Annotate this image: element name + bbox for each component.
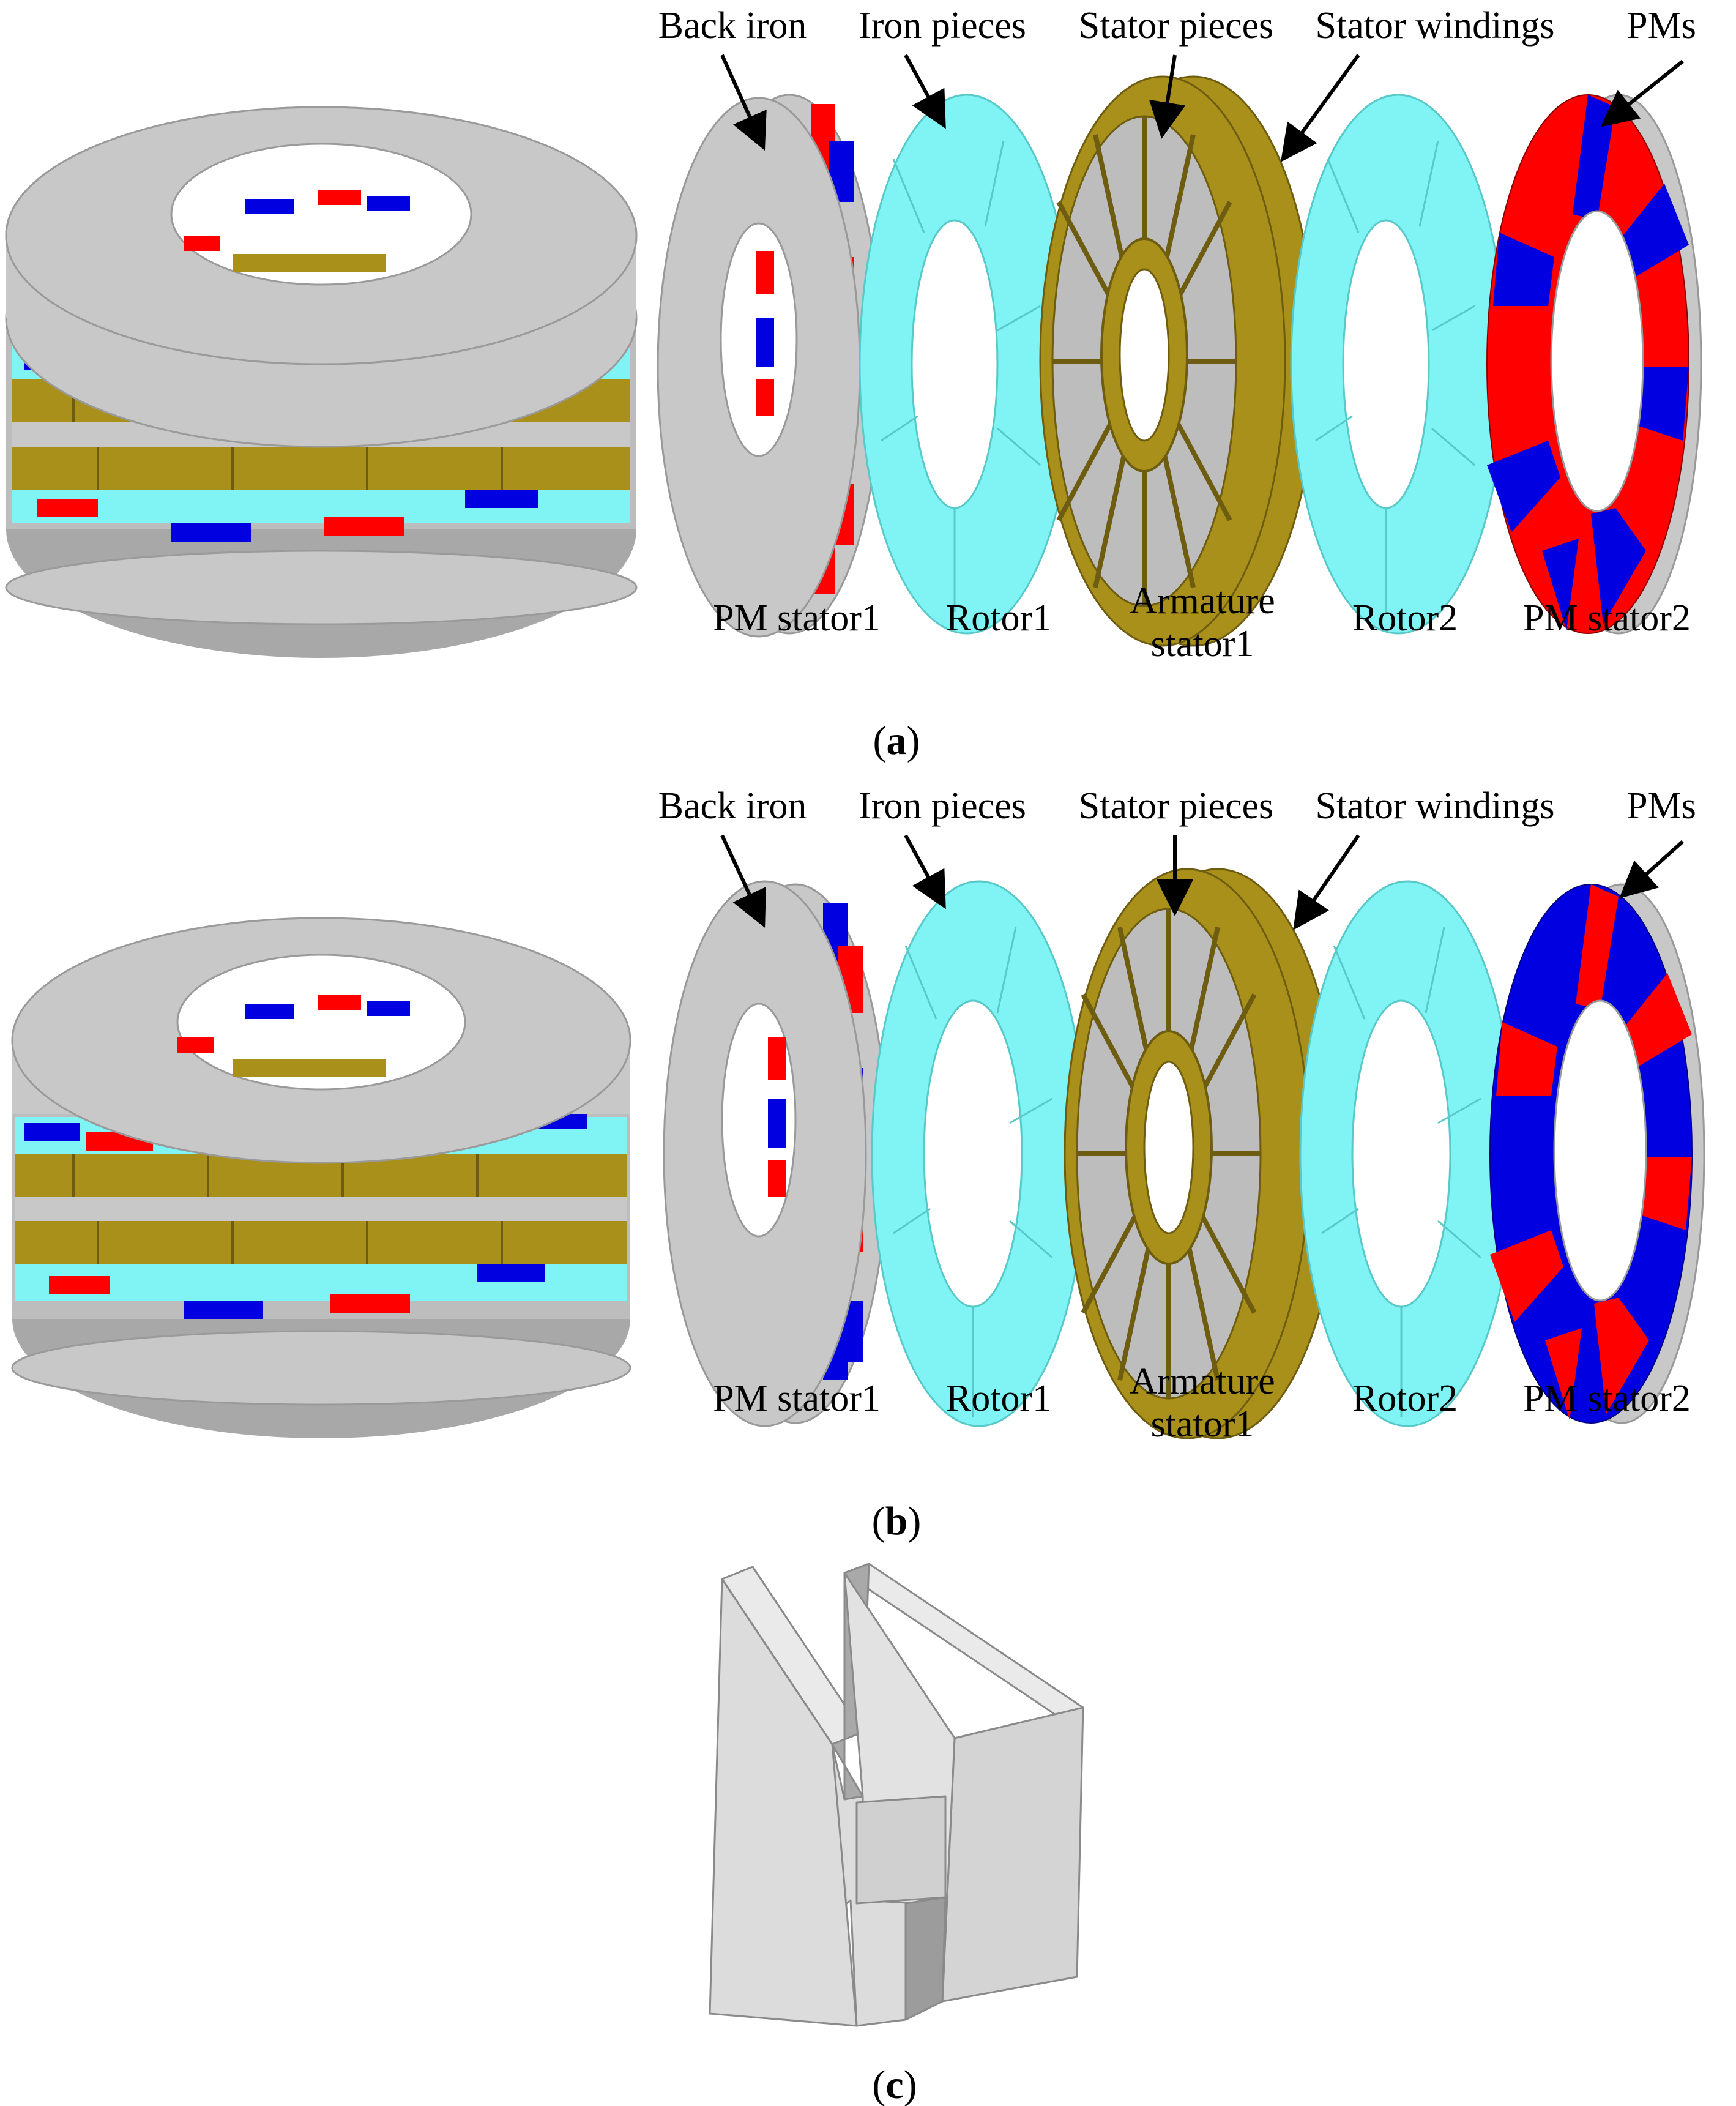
- armature-stator1-a: [1039, 75, 1317, 647]
- assembled-machine-b: [11, 917, 631, 1438]
- leader-arrows-b: [720, 834, 1685, 930]
- label-stator1-a: stator1: [1151, 623, 1254, 665]
- h-shaped-stator-piece: [709, 1563, 1084, 2027]
- panel-a: Back iron Iron pieces Stator pieces Stat…: [5, 5, 1702, 763]
- label-stator-pieces-b: Stator pieces: [1079, 785, 1274, 827]
- pm-stator1-a: [657, 94, 882, 638]
- label-rotor1-a: Rotor1: [946, 597, 1051, 639]
- panel-b: Back iron Iron pieces Stator pieces Stat…: [11, 785, 1705, 1544]
- label-rotor2-a: Rotor2: [1352, 597, 1458, 639]
- bottom-labels-a: PM stator1 Rotor1 Armature stator1 Rotor…: [713, 580, 1691, 665]
- rotor1-a: [859, 94, 1075, 635]
- caption-a: (a): [873, 719, 920, 763]
- label-pm-stator2-b: PM stator2: [1523, 1378, 1691, 1419]
- assembled-machine-a: [5, 106, 638, 658]
- pm-stator1-b: [663, 880, 888, 1427]
- top-labels-a: Back iron Iron pieces Stator pieces Stat…: [658, 5, 1696, 47]
- bottom-labels-b: PM stator1 Rotor1 Armature stator1 Rotor…: [713, 1361, 1691, 1445]
- panel-c: (c): [709, 1563, 1084, 2106]
- label-stator-windings-b: Stator windings: [1316, 785, 1555, 827]
- label-rotor1-b: Rotor1: [946, 1378, 1051, 1419]
- leader-arrows-a: [720, 54, 1684, 162]
- label-pm-stator1-a: PM stator1: [713, 597, 881, 639]
- label-armature-a: Armature: [1130, 580, 1275, 622]
- caption-b: (b): [872, 1499, 922, 1544]
- label-pm-stator1-b: PM stator1: [713, 1378, 881, 1419]
- label-pms-b: PMs: [1626, 785, 1696, 827]
- label-pm-stator2-a: PM stator2: [1523, 597, 1691, 639]
- pm-stator2-b: [1489, 883, 1705, 1424]
- label-back-iron-b: Back iron: [658, 785, 807, 827]
- label-pms-a: PMs: [1626, 5, 1696, 47]
- pm-stator2-a: [1486, 94, 1702, 635]
- rotor2-a: [1290, 94, 1507, 635]
- armature-stator1-b: [1064, 868, 1341, 1439]
- rotor1-b: [871, 880, 1087, 1427]
- label-back-iron-a: Back iron: [658, 5, 807, 47]
- label-iron-pieces-b: Iron pieces: [859, 785, 1026, 827]
- label-armature-b: Armature: [1130, 1361, 1275, 1402]
- rotor2-b: [1299, 880, 1516, 1427]
- label-iron-pieces-a: Iron pieces: [859, 5, 1026, 47]
- label-stator-pieces-a: Stator pieces: [1079, 5, 1274, 47]
- label-rotor2-b: Rotor2: [1352, 1378, 1458, 1419]
- label-stator1-b: stator1: [1151, 1403, 1254, 1445]
- top-labels-b: Back iron Iron pieces Stator pieces Stat…: [658, 785, 1696, 827]
- label-stator-windings-a: Stator windings: [1316, 5, 1555, 47]
- caption-c: (c): [872, 2063, 917, 2106]
